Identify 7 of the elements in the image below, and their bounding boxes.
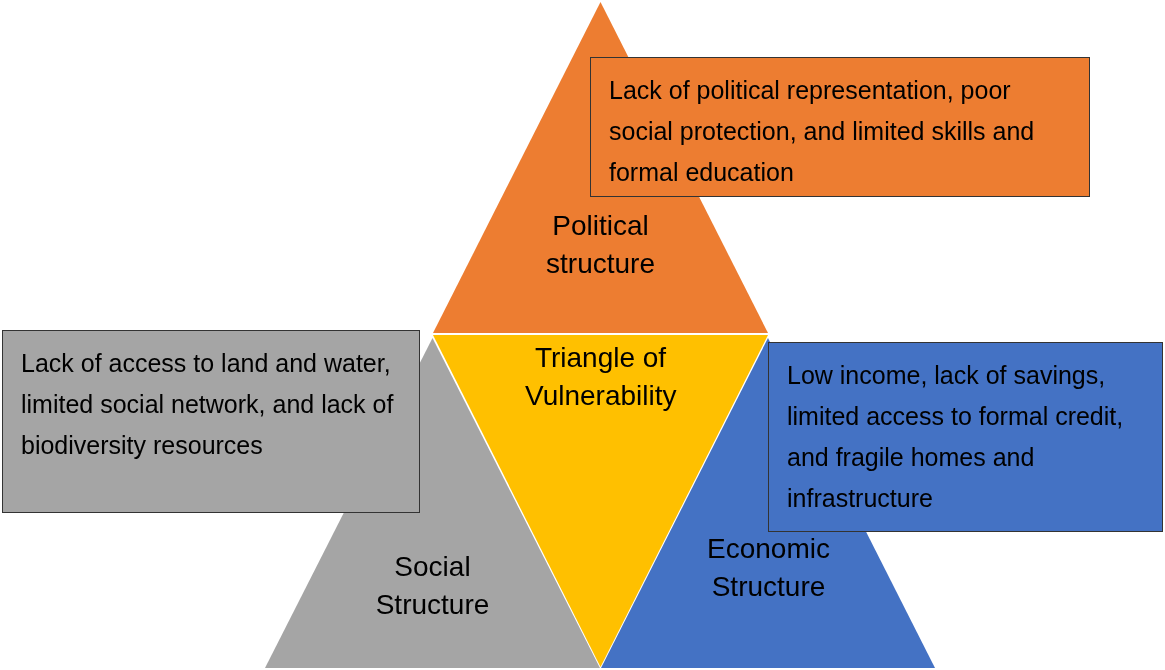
segment-label: Economic Structure	[706, 532, 831, 604]
description-box: Low income, lack of savings, limited access to formal credit, and fragile homes and infrastructure	[768, 342, 1163, 532]
segment-label: Triangle of Vulnerability	[525, 341, 676, 413]
description-box: Lack of access to land and water, limited social network, and lack of biodiversity resources	[2, 330, 420, 513]
segment-label: Social Structure	[374, 550, 491, 622]
description-box: Lack of political representation, poor social protection, and limited skills and formal education	[590, 57, 1090, 197]
segment-label: Political structure	[545, 209, 656, 281]
